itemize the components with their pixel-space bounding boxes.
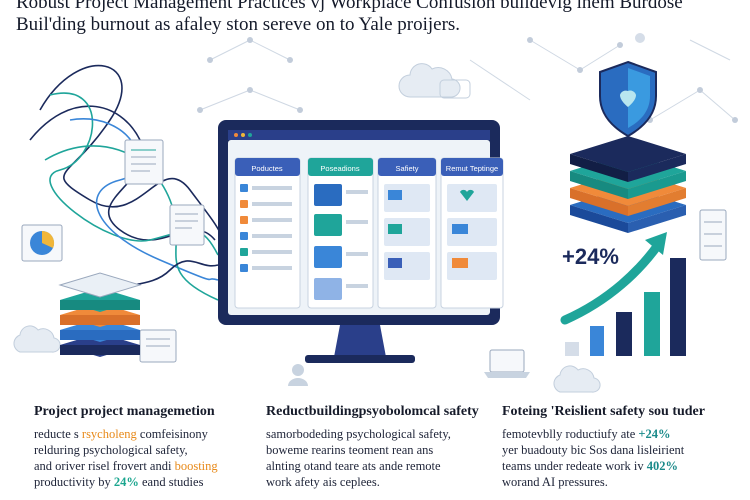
section-line: and oriver risel frovert andi boosting	[34, 459, 218, 473]
section-line: relduring psychological safety,	[34, 443, 188, 457]
security-stack-icon	[570, 136, 686, 233]
card-stack	[314, 184, 368, 300]
column-header-1: Poductes	[251, 164, 283, 173]
section-line: reducte s rsycholeng comfeisinony	[34, 427, 208, 441]
bar-chart-icon	[565, 258, 686, 356]
section-line: boweme rearins teoment rean ans	[266, 443, 434, 457]
section-psychological-safety: Reductbuildingpsyobolomcal safety samorb…	[266, 404, 496, 490]
page-title: Robust Project Management Practices vj W…	[16, 0, 683, 13]
section-line: work afety ais ceplees.	[266, 475, 380, 489]
document-icon	[124, 139, 164, 185]
growth-arrow-icon	[560, 232, 667, 325]
section-heading: Reductbuildingpsyobolomcal safety	[266, 404, 479, 419]
cloud-icon	[398, 63, 461, 98]
column-header-2: Poseadions	[320, 164, 359, 173]
page-subtitle: Buil'ding burnout as afaley ston sereve …	[16, 14, 461, 35]
column-header-4: Remut Teptinge	[446, 164, 498, 173]
section-line: teams under redeate work iv 402%	[502, 459, 678, 473]
cloud-icon-small	[13, 325, 61, 353]
laptop-icon	[484, 349, 530, 378]
section-heading: Project project managemetion	[34, 404, 215, 419]
shield-icon	[599, 60, 657, 138]
kanban-board: Poductes Poseadions Safiety Remut Teptin…	[234, 157, 504, 309]
column-header-3: Safiety	[396, 164, 419, 173]
section-line: samorbodeding psychological safety,	[266, 427, 451, 441]
section-line: alnting otand teare ats ande remote	[266, 459, 441, 473]
document-icon	[169, 204, 205, 246]
cloud-icon-bottom	[553, 365, 601, 393]
server-icon	[699, 209, 727, 261]
server-stack-icon	[58, 272, 142, 357]
pie-chart-icon	[21, 224, 63, 262]
section-line: productivity by 24% eand studies	[34, 475, 204, 489]
illustration: Poductes Poseadions Safiety Remut Teptin…	[13, 33, 738, 393]
remote-cards	[447, 184, 497, 280]
people-icon	[288, 33, 645, 386]
section-project-management: Project project managemetion reducte s r…	[34, 404, 264, 490]
network-lines	[199, 39, 736, 121]
section-line: yer buadouty bic Sos dana lisleirient	[502, 443, 685, 457]
growth-label: +24%	[562, 244, 619, 269]
task-list	[240, 184, 292, 272]
safety-cards	[384, 184, 430, 280]
document-icon	[139, 329, 177, 363]
section-resilient-safety: Foteing 'Reislient safety sou tuder femo…	[502, 404, 732, 490]
section-line: worand AI pressures.	[502, 475, 608, 489]
section-line: femotevblly roductiufy ate +24%	[502, 427, 671, 441]
chat-icon	[439, 79, 471, 99]
section-heading: Foteing 'Reislient safety sou tuder	[502, 404, 705, 419]
